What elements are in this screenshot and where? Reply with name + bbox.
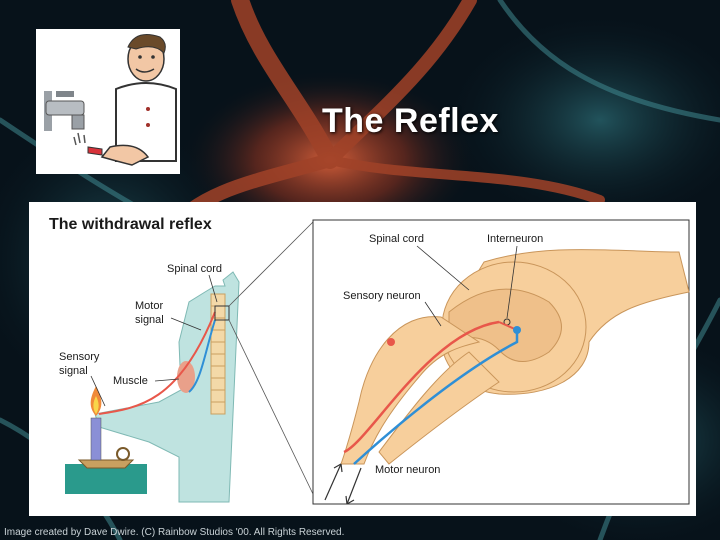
label-muscle: Muscle: [113, 375, 148, 387]
figure-heading: The withdrawal reflex: [49, 216, 212, 233]
label-spinal-cord-left: Spinal cord: [167, 263, 222, 275]
label-motor-signal-2: signal: [135, 314, 164, 326]
slide-title: The Reflex: [322, 102, 499, 141]
label-motor-signal-1: Motor: [135, 300, 163, 312]
label-sensory-neuron: Sensory neuron: [343, 290, 421, 302]
label-sensory-signal-2: signal: [59, 365, 88, 377]
image-credit: Image created by Dave Dwire. (C) Rainbow…: [4, 527, 344, 538]
label-motor-neuron: Motor neuron: [375, 464, 440, 476]
label-sensory-signal-1: Sensory: [59, 351, 100, 363]
label-interneuron: Interneuron: [487, 233, 543, 245]
clipart-hand-under-faucet: [36, 29, 180, 174]
label-spinal-cord-right: Spinal cord: [369, 233, 424, 245]
spinal-cord-cross-section: [313, 220, 689, 504]
withdrawal-reflex-figure: The withdrawal reflex: [29, 202, 696, 516]
